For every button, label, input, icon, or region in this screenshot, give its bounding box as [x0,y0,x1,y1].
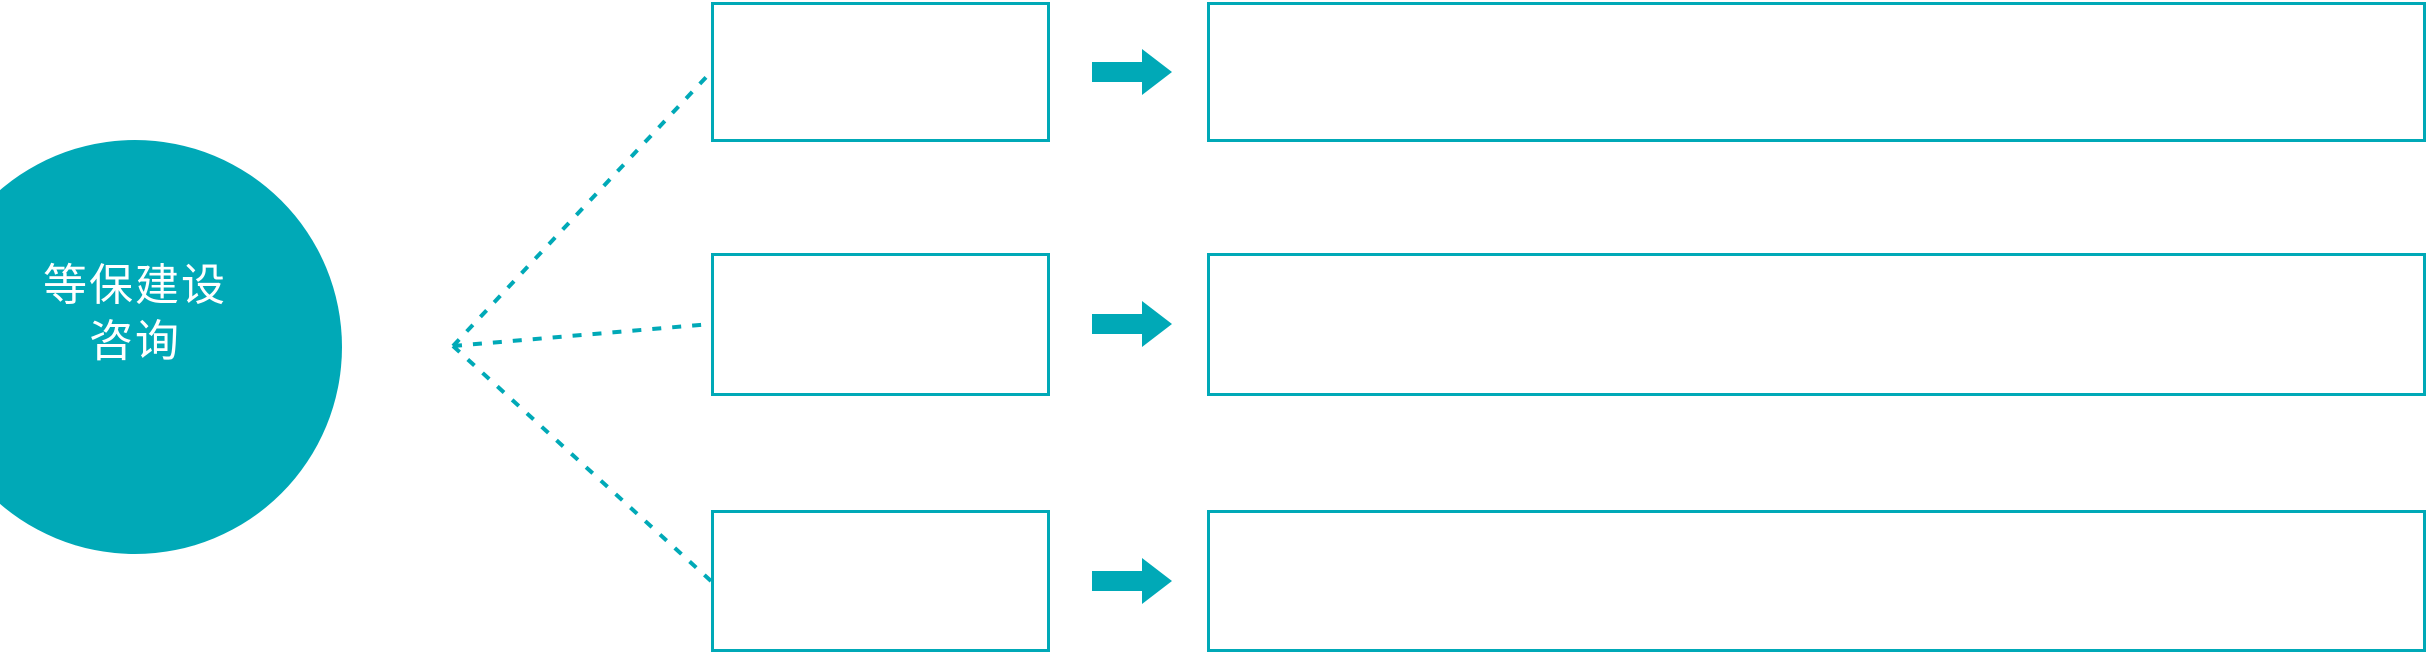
detail-box-2[interactable] [1207,253,2426,396]
connector-line-2 [452,322,712,348]
detail-box-3[interactable] [1207,510,2426,652]
category-box-1[interactable] [711,2,1050,142]
detail-box-1[interactable] [1207,2,2426,142]
connector-line-1 [451,70,713,348]
hub-circle[interactable] [0,140,342,554]
arrow-right-icon-2 [1092,301,1172,347]
arrow-right-icon-1 [1092,49,1172,95]
connector-line-3 [451,344,713,583]
arrow-right-icon-3 [1092,558,1172,604]
connector-lines [451,70,713,583]
category-box-2[interactable] [711,253,1050,396]
category-box-3[interactable] [711,510,1050,652]
